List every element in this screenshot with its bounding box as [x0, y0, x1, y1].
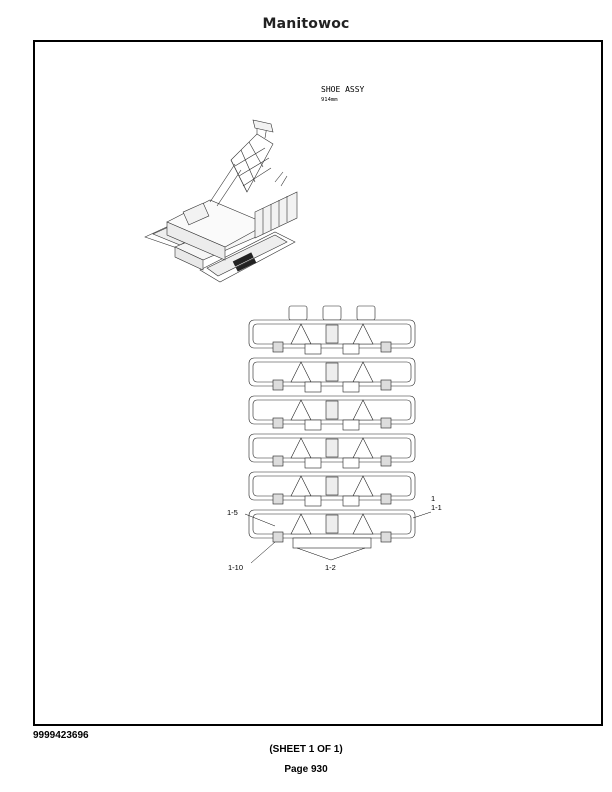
- track-shoe: [248, 509, 416, 549]
- sheet-indicator: (SHEET 1 OF 1): [269, 744, 343, 755]
- parts-diagram: SHOE ASSY 914mm: [144, 85, 442, 572]
- leader-lines: [244, 511, 432, 564]
- track-shoe: [248, 357, 416, 393]
- part-number: 9999423696: [33, 730, 89, 741]
- crane-illustration: [144, 119, 298, 283]
- callout-1-5: 1-5: [227, 508, 238, 517]
- track-shoe: [248, 319, 416, 355]
- assembly-title: SHOE ASSY: [321, 85, 365, 94]
- callout-1-10: 1-10: [228, 563, 243, 572]
- callout-1-2: 1-2: [325, 563, 336, 572]
- track-shoe: [248, 433, 416, 469]
- assembly-size: 914mm: [321, 97, 338, 103]
- drawing-frame: SHOE ASSY 914mm: [33, 40, 603, 726]
- callout-1: 1: [431, 494, 435, 503]
- shoe-assembly: [248, 305, 416, 549]
- track-shoe: [248, 395, 416, 431]
- callout-1-1: 1-1: [431, 503, 442, 512]
- page-number: Page 930: [284, 764, 328, 775]
- track-shoe: [248, 471, 416, 507]
- brand-title: Manitowoc: [262, 16, 350, 32]
